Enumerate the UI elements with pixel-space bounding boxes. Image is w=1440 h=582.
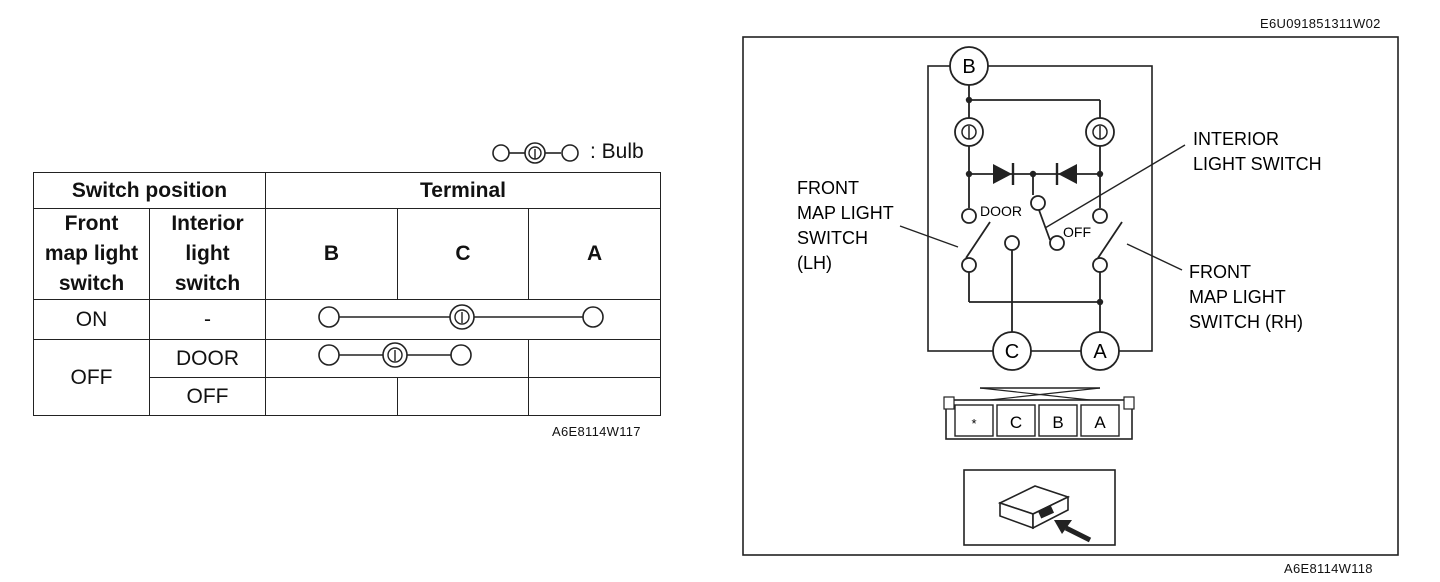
header-terminal-a: A [528,208,662,300]
svg-text:SWITCH (RH): SWITCH (RH) [1189,312,1303,332]
switch-body-outline [927,65,1153,352]
svg-text:FRONT: FRONT [797,178,859,198]
off-label: OFF [1063,224,1091,240]
switch-levers [965,209,1123,259]
svg-text:FRONT: FRONT [1189,262,1251,282]
switch-contacts [961,195,1108,273]
junction-dots [965,96,1104,306]
terminal-c: C [992,331,1032,371]
svg-text:A: A [1093,341,1107,363]
svg-text:B: B [962,56,975,78]
row-on-front: ON [33,299,150,340]
bulb-legend-symbol [492,142,579,164]
switch-continuity-table: Switch position Terminal Front map light… [32,172,662,416]
row-on-interior: - [148,299,267,340]
bulb-legend-label: : Bulb [590,140,644,163]
diode-right [1055,163,1077,185]
svg-text:A: A [1094,413,1106,432]
svg-text:MAP LIGHT: MAP LIGHT [1189,287,1286,307]
header-terminal: Terminal [265,172,662,209]
figure-code-top: E6U091851311W02 [1260,16,1381,31]
terminal-a: A [1080,331,1120,371]
header-front-map-light-switch: Front map light switch [33,208,150,300]
header-interior-light-switch: Interior light switch [148,208,267,300]
svg-text:(LH): (LH) [797,253,832,273]
svg-text:B: B [1052,413,1063,432]
diagram-frame [742,36,1399,556]
svg-text:LIGHT SWITCH: LIGHT SWITCH [1193,154,1322,174]
label-front-map-light-switch-rh: FRONT MAP LIGHT SWITCH (RH) [1189,262,1303,332]
label-interior-light-switch: INTERIOR LIGHT SWITCH [1193,129,1322,174]
terminal-b: B [949,46,989,86]
figure-code-bottom: A6E8114W118 [1284,561,1373,576]
row-off-front: OFF [33,339,150,416]
header-switch-position: Switch position [32,172,267,209]
svg-text:*: * [971,416,976,431]
connector: * C B A [943,387,1135,440]
table-row: OFF [34,377,662,416]
view-direction-arrow-icon [1054,520,1092,543]
diode-left [993,163,1015,185]
bulb-left [954,117,984,147]
svg-text:C: C [1010,413,1022,432]
bulb-right [1085,117,1115,147]
svg-text:C: C [1005,341,1019,363]
leader-lines [899,144,1186,271]
connector-view-illustration [963,469,1116,546]
label-front-map-light-switch-lh: FRONT MAP LIGHT SWITCH (LH) [797,178,894,273]
svg-text:SWITCH: SWITCH [797,228,868,248]
row-off-interior: OFF [148,377,267,416]
figure-code-left: A6E8114W117 [552,424,641,439]
svg-text:INTERIOR: INTERIOR [1193,129,1279,149]
door-label: DOOR [980,203,1022,219]
svg-text:MAP LIGHT: MAP LIGHT [797,203,894,223]
